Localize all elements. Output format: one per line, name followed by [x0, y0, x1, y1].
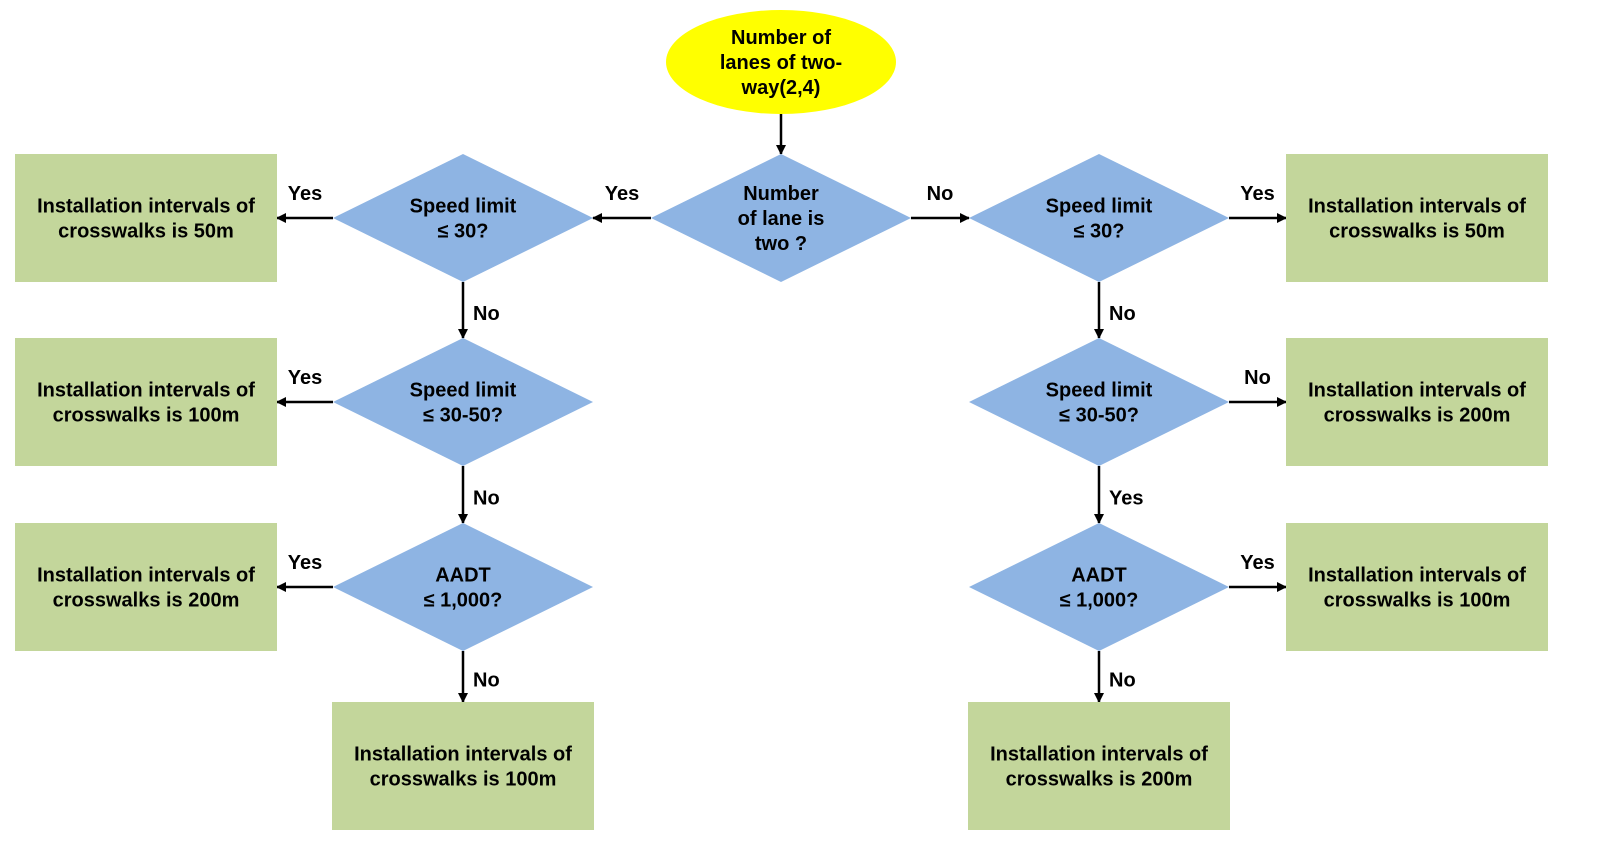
node-text-line: Speed limit — [410, 380, 517, 402]
decision-diamond-shape — [969, 154, 1229, 282]
node-text-line: Installation intervals of — [990, 744, 1208, 766]
result-box-lb1: Installation intervals of crosswalks is 5… — [15, 154, 277, 282]
edge-label-no: No — [1109, 303, 1136, 325]
decision-diamond-shape — [333, 338, 593, 466]
start-ellipse-start: Number of lanes of two-way(2,4) — [666, 10, 896, 114]
node-text-line: Installation intervals of — [37, 380, 255, 402]
edge-label-yes: Yes — [605, 183, 639, 205]
edge-label-no: No — [473, 670, 500, 692]
node-text-line: ≤ 30-50? — [1059, 405, 1139, 427]
node-text-line: Speed limit — [410, 196, 517, 218]
edge-label-no: No — [927, 183, 954, 205]
result-box-rb3: Installation intervals of crosswalks is 1… — [1286, 523, 1548, 651]
result-box-lb2: Installation intervals of crosswalks is 1… — [15, 338, 277, 466]
node-text-line: Installation intervals of — [37, 196, 255, 218]
edge-label-yes: Yes — [1109, 488, 1143, 510]
node-text-line: crosswalks is 200m — [1006, 769, 1193, 791]
edge-label-yes: Yes — [288, 183, 322, 205]
decision-diamond-lanes: Number of lane is two ? — [651, 154, 911, 282]
node-text-line: AADT — [1071, 565, 1127, 587]
nodes-layer: Number of lanes of two-way(2,4) Number of l… — [15, 10, 1548, 830]
decision-diamond-r1: Speed limit ≤ 30? — [969, 154, 1229, 282]
node-text-line: two ? — [755, 233, 807, 255]
edge-label-no: No — [1244, 367, 1271, 389]
node-text-line: ≤ 1,000? — [1060, 590, 1139, 612]
edge-label-no: No — [473, 303, 500, 325]
result-box-shape — [1286, 523, 1548, 651]
decision-diamond-shape — [969, 338, 1229, 466]
edge-label-yes: Yes — [1240, 183, 1274, 205]
node-text-line: way(2,4) — [741, 77, 821, 99]
result-box-shape — [968, 702, 1230, 830]
result-box-lb3: Installation intervals of crosswalks is 2… — [15, 523, 277, 651]
node-text-line: AADT — [435, 565, 491, 587]
node-text-line: crosswalks is 100m — [53, 405, 240, 427]
node-text-line: Installation intervals of — [1308, 565, 1526, 587]
decision-diamond-r3: AADT ≤ 1,000? — [969, 523, 1229, 651]
result-box-shape — [15, 338, 277, 466]
result-box-shape — [15, 154, 277, 282]
decision-diamond-shape — [651, 154, 911, 282]
start-ellipse-shape — [666, 10, 896, 114]
node-text-line: Number — [743, 183, 819, 205]
node-text-line: ≤ 30? — [438, 221, 489, 243]
node-text-line: ≤ 30? — [1074, 221, 1125, 243]
node-text-line: Speed limit — [1046, 380, 1153, 402]
node-text-line: crosswalks is 50m — [58, 221, 234, 243]
decision-diamond-l1: Speed limit ≤ 30? — [333, 154, 593, 282]
edges-layer — [276, 114, 1287, 703]
edge-label-yes: Yes — [1240, 552, 1274, 574]
result-box-shape — [1286, 154, 1548, 282]
edge-label-no: No — [473, 488, 500, 510]
edge-label-yes: Yes — [288, 552, 322, 574]
node-text-line: Installation intervals of — [1308, 380, 1526, 402]
node-text-line: crosswalks is 200m — [53, 590, 240, 612]
node-text-line: crosswalks is 100m — [370, 769, 557, 791]
result-box-shape — [1286, 338, 1548, 466]
decision-diamond-shape — [333, 523, 593, 651]
node-text-line: Installation intervals of — [354, 744, 572, 766]
node-text-line: ≤ 30-50? — [423, 405, 503, 427]
node-text-line: crosswalks is 100m — [1324, 590, 1511, 612]
node-text-line: Installation intervals of — [37, 565, 255, 587]
result-box-shape — [15, 523, 277, 651]
node-text-line: Installation intervals of — [1308, 196, 1526, 218]
node-text-line: of lane is — [738, 208, 825, 230]
result-box-rb2: Installation intervals of crosswalks is 2… — [1286, 338, 1548, 466]
node-text-line: lanes of two- — [720, 52, 842, 74]
edge-label-no: No — [1109, 670, 1136, 692]
result-box-rb4: Installation intervals of crosswalks is 2… — [968, 702, 1230, 830]
node-text-line: crosswalks is 50m — [1329, 221, 1505, 243]
node-text-line: crosswalks is 200m — [1324, 405, 1511, 427]
decision-diamond-l3: AADT ≤ 1,000? — [333, 523, 593, 651]
result-box-shape — [332, 702, 594, 830]
node-text-line: ≤ 1,000? — [424, 590, 503, 612]
node-text-line: Speed limit — [1046, 196, 1153, 218]
result-box-lb4: Installation intervals of crosswalks is 1… — [332, 702, 594, 830]
decision-diamond-l2: Speed limit ≤ 30-50? — [333, 338, 593, 466]
decision-diamond-shape — [333, 154, 593, 282]
result-box-rb1: Installation intervals of crosswalks is 5… — [1286, 154, 1548, 282]
decision-diamond-r2: Speed limit ≤ 30-50? — [969, 338, 1229, 466]
node-text-line: Number of — [731, 27, 831, 49]
edge-label-yes: Yes — [288, 367, 322, 389]
decision-diamond-shape — [969, 523, 1229, 651]
